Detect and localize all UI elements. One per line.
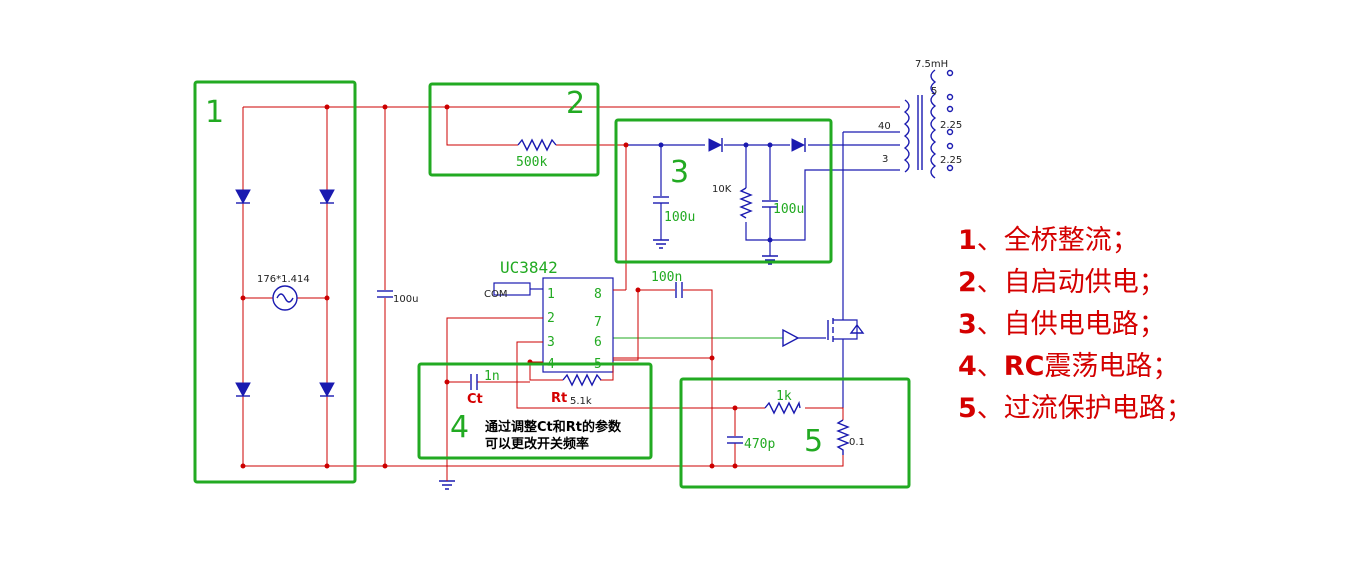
section-box-4 <box>417 362 653 460</box>
rt-value: 5.1k <box>570 396 592 407</box>
aux-cap-label: 100u <box>664 210 695 225</box>
section-box-5 <box>679 377 911 489</box>
legend-item-3: 3、自供电电路； <box>958 304 1193 346</box>
diode-d3 <box>235 382 251 398</box>
com-label: COM <box>484 289 507 300</box>
diode-d4 <box>319 382 335 398</box>
filter-cap-label: 470p <box>744 437 775 452</box>
sense-resistor-label: 1k <box>776 389 792 404</box>
legend-text: 、自启动供电； <box>976 267 1166 298</box>
diode-d1 <box>235 189 251 205</box>
startup-circuit: 500k <box>444 104 626 170</box>
aux-turns: 3 <box>882 154 888 165</box>
bulk-capacitor: 100u <box>377 104 418 469</box>
bulk-cap-label: 100u <box>393 294 418 305</box>
legend-number: 4 <box>958 351 977 382</box>
pin-1: 1 <box>547 287 555 302</box>
coupling-cap-label: 100n <box>651 270 682 285</box>
pin-8: 8 <box>594 287 602 302</box>
chip-name: UC3842 <box>500 258 558 277</box>
transformer-inductance: 7.5mH <box>915 59 948 70</box>
diode-d2 <box>319 189 335 205</box>
aux-resistor-label: 10K <box>712 184 732 195</box>
ct-label: Ct <box>467 392 483 407</box>
secondary-1: 5 <box>931 86 937 97</box>
section-number-3: 3 <box>670 155 689 190</box>
legend-item-4: 4、RC震荡电路； <box>958 346 1193 388</box>
legend-item-5: 5、过流保护电路； <box>958 388 1193 430</box>
aux-cap2-label: 100u <box>773 202 804 217</box>
self-supply-circuit: 100u 10K 100u <box>623 138 900 290</box>
legend-item-1: 1、全桥整流； <box>958 220 1193 262</box>
legend-number: 1 <box>958 225 977 256</box>
note-line-2: 可以更改开关频率 <box>485 436 589 452</box>
section-number-1: 1 <box>205 95 224 130</box>
legend-tail: 震荡电路； <box>1044 351 1180 382</box>
ac-source-label: 176*1.414 <box>257 274 310 285</box>
legend-number: 5 <box>958 393 977 424</box>
section-box-3 <box>614 118 833 264</box>
section-box-1 <box>193 80 357 484</box>
legend-number: 2 <box>958 267 977 298</box>
primary-turns: 40 <box>878 121 891 132</box>
secondary-2: 2.25 <box>940 120 962 131</box>
pin-3: 3 <box>547 335 555 350</box>
current-sense: 1k 470p 0.1 <box>709 389 865 469</box>
legend-number: 3 <box>958 309 977 340</box>
pin-7: 7 <box>594 315 602 330</box>
ct-cap-label: 1n <box>484 369 500 384</box>
section-box-2 <box>428 82 600 177</box>
ac-source-icon <box>272 285 298 311</box>
pin-2: 2 <box>547 311 555 326</box>
section-number-5: 5 <box>804 424 823 459</box>
shunt-resistor-label: 0.1 <box>849 437 865 448</box>
mosfet-switch <box>613 315 865 408</box>
legend: 1、全桥整流； 2、自启动供电； 3、自供电电路； 4、RC震荡电路； 5、过流… <box>958 220 1193 430</box>
note-line-1: 通过调整Ct和Rt的参数 <box>485 419 622 435</box>
section-boxes: 1 2 3 4 5 <box>193 80 911 489</box>
startup-resistor-label: 500k <box>516 155 547 170</box>
rc-oscillator: 1n Ct Rt 5.1k 通过调整Ct和Rt的参数 可以更改开关频率 <box>439 369 622 490</box>
transformer: 7.5mH 40 3 5 2.25 2.25 <box>842 59 962 315</box>
section-number-4: 4 <box>450 410 469 445</box>
legend-text: 、 <box>976 351 1004 382</box>
uc3842-chip: UC3842 1 2 3 4 8 7 6 5 COM 100n <box>446 258 735 466</box>
section-number-2: 2 <box>566 86 585 121</box>
legend-item-2: 2、自启动供电； <box>958 262 1193 304</box>
legend-text: 、过流保护电路； <box>976 393 1193 424</box>
secondary-3: 2.25 <box>940 155 962 166</box>
legend-text: 、自供电电路； <box>976 309 1166 340</box>
bridge-rectifier: 176*1.414 <box>235 104 900 469</box>
legend-bold-text: RC <box>1003 351 1045 382</box>
rt-label: Rt <box>551 391 567 406</box>
pin-6: 6 <box>594 335 602 350</box>
legend-text: 、全桥整流； <box>976 225 1139 256</box>
